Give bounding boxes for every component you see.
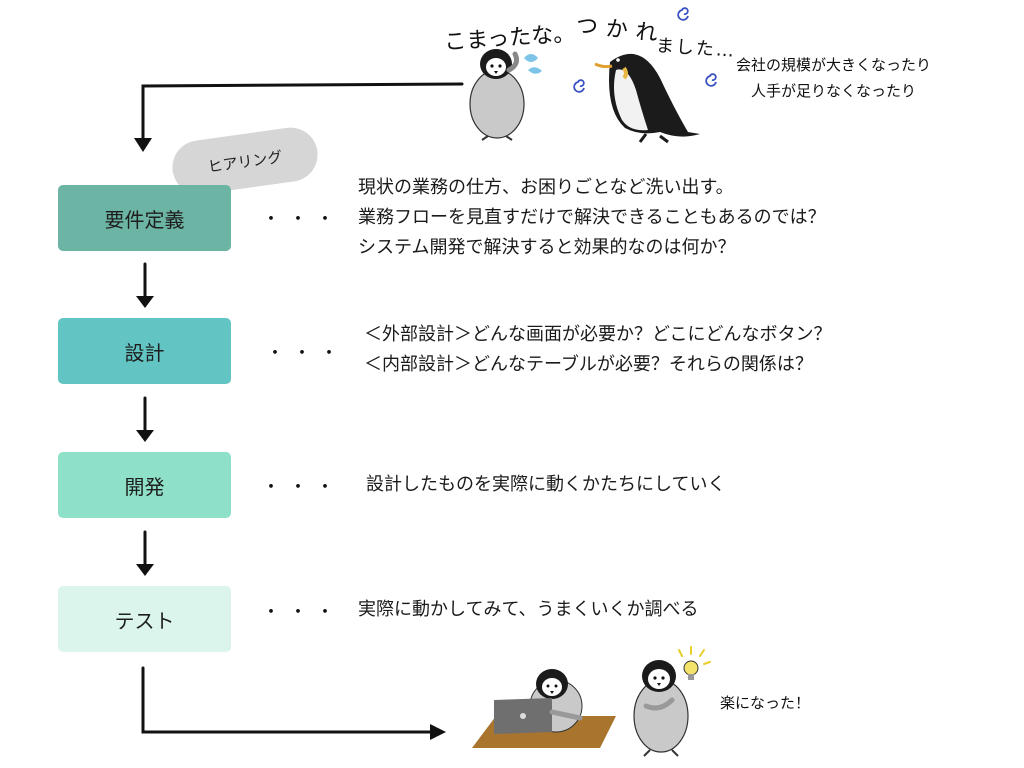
arrowhead-to-test <box>136 564 154 576</box>
spiral-icon <box>705 73 717 87</box>
arrowhead-to-requirements <box>134 138 152 152</box>
arrowhead-to-design <box>136 296 154 308</box>
ellipsis-requirements: ・・・ <box>262 209 343 230</box>
problem-note: 会社の規模が大きくなったり 人手が足りなくなったり <box>736 52 931 104</box>
lightbulb-icon <box>683 660 699 676</box>
desc-design: ＜外部設計＞どんな画面が必要か？どこにどんなボタン？ ＜内部設計＞どんなテーブル… <box>364 320 831 380</box>
desc-requirements-line-2: 業務フローを見直すだけで解決できることもあるのでは？ <box>358 207 826 228</box>
stage-requirements-box: 要件定義 <box>58 185 231 251</box>
stage-development-box: 開発 <box>58 452 231 518</box>
desc-development-line-1: 設計したものを実際に動くかたちにしていく <box>366 474 726 495</box>
tired-emperor-penguin-icon <box>594 53 700 144</box>
ellipsis-test: ・・・ <box>262 602 343 623</box>
ellipsis-design: ・・・ <box>266 343 347 364</box>
problem-line-1: 会社の規模が大きくなったり <box>736 56 932 74</box>
desc-requirements-line-1: 現状の業務の仕方、お困りごとなど洗い出す。 <box>358 177 734 198</box>
bottom-connector-line <box>141 666 434 734</box>
desc-test-line-1: 実際に動かしてみて、うまくいくか調べる <box>358 599 699 620</box>
stage-design-box: 設計 <box>58 318 231 384</box>
desc-development: 設計したものを実際に動くかたちにしていく <box>366 470 725 500</box>
idea-penguin-lightbulb-icon <box>633 646 711 757</box>
dizzy-spiral-icons <box>573 7 717 93</box>
ellipsis-development: ・・・ <box>262 477 343 498</box>
confused-penguin-chick-icon <box>469 49 542 141</box>
spiral-icon <box>573 79 585 93</box>
spiral-icon <box>677 7 689 21</box>
result-note: 楽になった！ <box>720 694 811 712</box>
problem-line-2: 人手が足りなくなったり <box>751 82 917 100</box>
stage-test-box: テスト <box>58 586 231 652</box>
working-penguin-laptop-icon <box>472 669 616 748</box>
top-connector-line <box>141 82 464 142</box>
arrowhead-to-development <box>136 430 154 442</box>
desc-requirements: 現状の業務の仕方、お困りごとなど洗い出す。 業務フローを見直すだけで解決できるこ… <box>358 173 826 263</box>
arrowhead-to-result <box>430 724 446 740</box>
desc-requirements-line-3: システム開発で解決すると効果的なのは何か？ <box>358 237 736 258</box>
desc-test: 実際に動かしてみて、うまくいくか調べる <box>358 595 699 625</box>
desc-design-line-2: ＜内部設計＞どんなテーブルが必要？それらの関係は？ <box>364 354 813 375</box>
desc-design-line-1: ＜外部設計＞どんな画面が必要か？どこにどんなボタン？ <box>364 324 832 345</box>
